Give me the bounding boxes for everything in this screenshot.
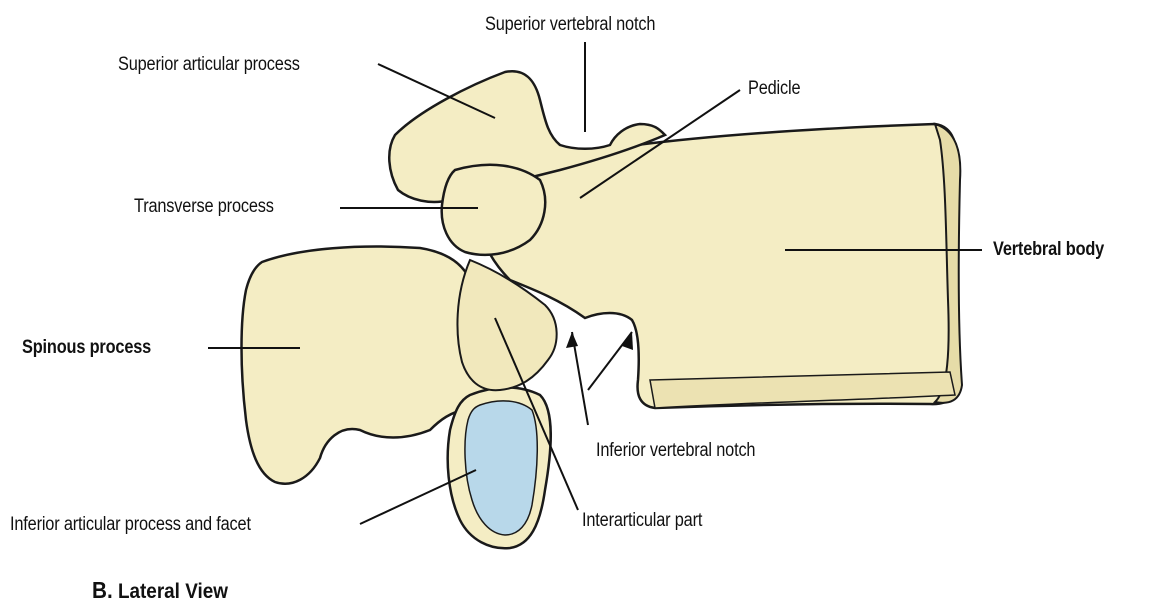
label-pedicle: Pedicle: [748, 78, 800, 100]
leader-inferior-notch-b: [588, 332, 632, 390]
label-inferior-articular-process-and-facet: Inferior articular process and facet: [10, 514, 251, 536]
arrowhead-notch-b: [622, 332, 633, 350]
label-superior-vertebral-notch: Superior vertebral notch: [485, 14, 655, 36]
figure-caption: B. Lateral View: [92, 577, 228, 604]
label-interarticular-part: Interarticular part: [582, 510, 702, 532]
label-spinous-process: Spinous process: [22, 337, 151, 359]
transverse-process-shape: [442, 165, 546, 255]
label-superior-articular-process: Superior articular process: [118, 54, 300, 76]
caption-title: Lateral View: [118, 580, 228, 603]
arrowhead-notch-a: [566, 332, 578, 348]
label-inferior-vertebral-notch: Inferior vertebral notch: [596, 440, 755, 462]
label-vertebral-body: Vertebral body: [993, 239, 1104, 261]
label-transverse-process: Transverse process: [134, 196, 274, 218]
caption-letter: B.: [92, 577, 113, 603]
